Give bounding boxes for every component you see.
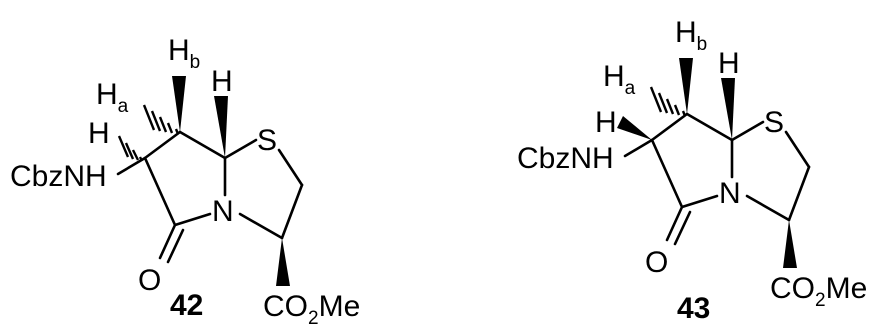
hash-c7-ha [649, 86, 687, 117]
bond-c7-c7a [178, 130, 227, 160]
label-h-top: H [718, 47, 740, 80]
label-cbznh: CbzNH [10, 160, 107, 193]
wedge-c7-hb [679, 58, 693, 114]
wedge-c7a-h [214, 96, 228, 158]
wedge-c7a-h [721, 78, 735, 140]
label-h-top: H [211, 65, 233, 98]
hash-c6-h [117, 135, 144, 162]
label-h-left: H [88, 117, 110, 150]
bond-c3-n [238, 212, 284, 240]
wedge-c3-co2me [783, 220, 797, 268]
bond-c5-c6 [650, 138, 684, 209]
compound-number: 43 [677, 292, 710, 325]
label-n: N [212, 195, 234, 228]
bond-c6-c7 [143, 130, 182, 160]
label-co2me: CO2Me [263, 290, 360, 327]
bond-ch2-c3 [787, 165, 811, 222]
wedge-c3-co2me [276, 238, 290, 286]
bond-c6-nh [623, 138, 654, 158]
bond-s-ch2 [277, 148, 304, 187]
bond-c7a-s [223, 138, 258, 160]
label-s: S [257, 124, 277, 157]
bond-c5-o-2 [166, 228, 185, 264]
bond-c7a-s [730, 120, 765, 142]
bond-c6-c7 [650, 112, 689, 142]
label-ha: Ha [96, 78, 129, 117]
label-o: O [138, 264, 161, 297]
bond-c7-c7a [685, 112, 734, 142]
bond-s-ch2 [784, 130, 811, 169]
wedge-c7-hb [172, 76, 186, 132]
bond-ch2-c3 [280, 183, 304, 240]
compound-43: Hb Ha H H S CbzNH N O CO2Me 43 [517, 16, 867, 325]
bond-n-c5 [680, 194, 719, 209]
compound-number: 42 [170, 289, 203, 322]
wedge-c6-h [617, 116, 652, 140]
bond-c5-o-1 [665, 205, 684, 242]
label-hb: Hb [168, 34, 200, 73]
compound-42: Hb Ha H H S CbzNH N O CO2Me 42 [10, 34, 360, 327]
bond-c3-n [745, 194, 791, 222]
label-co2me: CO2Me [770, 272, 867, 311]
label-h-left: H [595, 106, 617, 139]
bond-c5-o-2 [673, 210, 692, 246]
hash-c7-ha [142, 104, 180, 135]
bond-c5-o-1 [158, 223, 177, 260]
label-ha: Ha [603, 60, 636, 99]
label-n: N [719, 177, 741, 210]
label-hb: Hb [675, 16, 707, 55]
label-cbznh: CbzNH [517, 142, 614, 175]
label-o: O [645, 246, 668, 279]
label-s: S [764, 106, 784, 139]
bond-c5-c6 [143, 156, 177, 227]
bond-n-c5 [173, 212, 212, 227]
